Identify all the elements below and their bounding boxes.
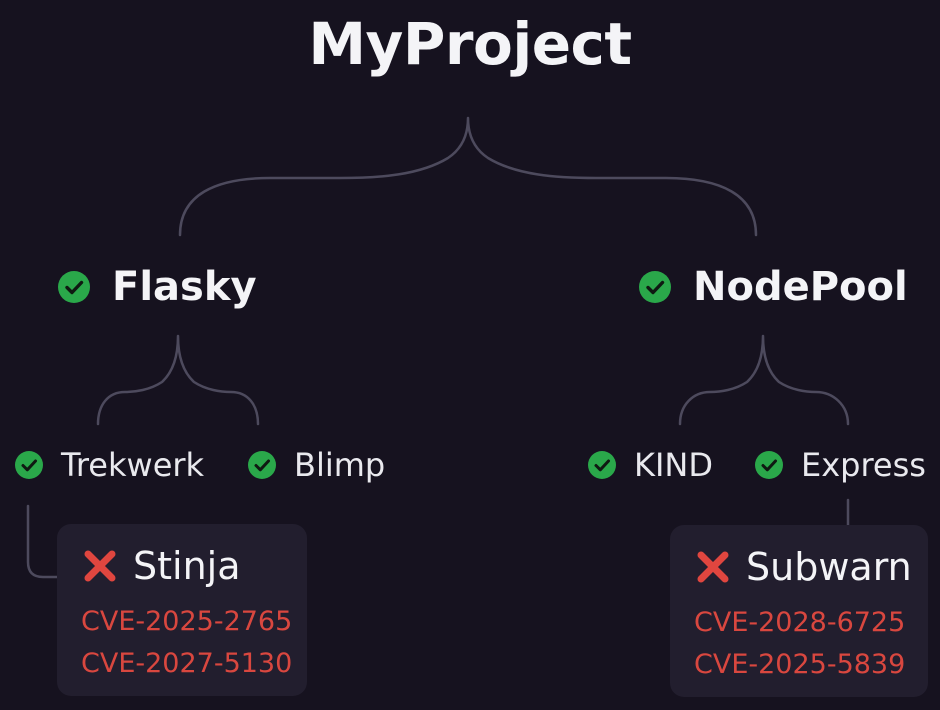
root-project-title: MyProject (308, 10, 632, 78)
cve-id[interactable]: CVE-2025-2765 (81, 606, 293, 637)
vulnerable-package-name: Stinja (133, 544, 241, 588)
dependency-node-express[interactable]: Express (755, 446, 926, 484)
check-circle-icon (248, 451, 276, 479)
check-circle-icon (58, 271, 90, 303)
dependency-label: KIND (634, 446, 713, 484)
check-circle-icon (588, 451, 616, 479)
dependency-node-trekwerk[interactable]: Trekwerk (15, 446, 204, 484)
vulnerability-card-header: Subwarn (694, 545, 912, 589)
project-node-flasky[interactable]: Flasky (58, 264, 257, 310)
check-circle-icon (755, 451, 783, 479)
cve-id[interactable]: CVE-2025-5839 (694, 649, 906, 680)
dependency-node-blimp[interactable]: Blimp (248, 446, 385, 484)
cve-id[interactable]: CVE-2027-5130 (81, 648, 293, 679)
cross-icon (697, 551, 729, 583)
cross-icon (84, 550, 116, 582)
project-node-nodepool[interactable]: NodePool (639, 264, 908, 310)
trekwerk-to-stinja-connector (26, 504, 60, 579)
check-circle-icon (639, 271, 671, 303)
dependency-label: Express (801, 446, 926, 484)
cve-id[interactable]: CVE-2028-6725 (694, 607, 906, 638)
vulnerable-package-name: Subwarn (746, 545, 912, 589)
dependency-node-kind[interactable]: KIND (588, 446, 713, 484)
dependency-label: Blimp (294, 446, 386, 484)
nodepool-brace-connector (678, 334, 850, 426)
check-circle-icon (15, 451, 43, 479)
flasky-brace-connector (96, 334, 260, 426)
project-label: Flasky (112, 264, 257, 310)
vulnerability-card-stinja[interactable]: Stinja CVE-2025-2765 CVE-2027-5130 (57, 524, 307, 696)
vulnerability-card-subwarn[interactable]: Subwarn CVE-2028-6725 CVE-2025-5839 (670, 525, 928, 697)
project-label: NodePool (693, 264, 908, 310)
root-brace-connector (178, 116, 758, 237)
vulnerability-card-header: Stinja (81, 544, 241, 588)
dependency-label: Trekwerk (61, 446, 205, 484)
